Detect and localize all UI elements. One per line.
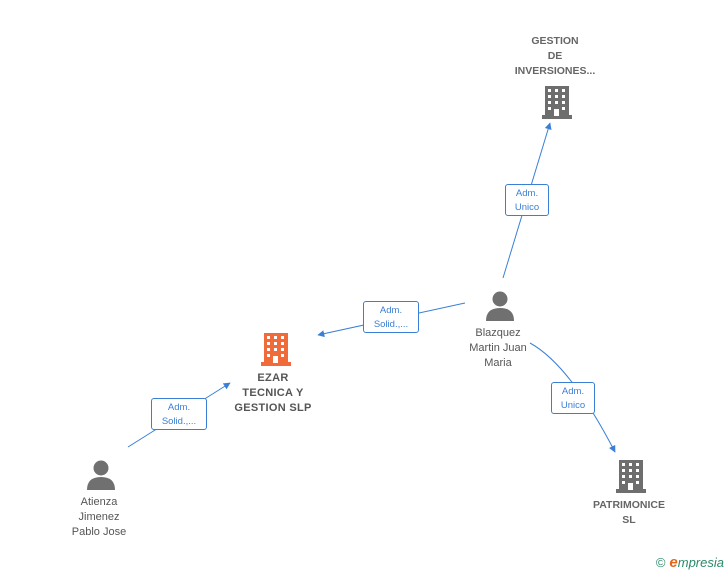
node-label-gestion-de-inversiones[interactable]: GESTION DE INVERSIONES... [514,35,596,77]
edge-label-blazquez-gestion[interactable]: Adm. Unico [505,184,549,216]
building-icon[interactable] [542,86,572,119]
brand-watermark: © empresia [656,554,724,571]
edge-label-blazquez-patrimonice[interactable]: Adm. Unico [551,382,595,414]
person-icon[interactable] [87,460,115,491]
edge-line-blazquez-patrimonice [529,342,616,453]
building-icon[interactable] [261,333,291,366]
node-label-blazquez-martin-juan-maria[interactable]: Blazquez Martin Juan Maria [469,327,527,369]
edge-label-blazquez-ezar[interactable]: Adm. Solid.,... [363,301,419,333]
brand-name: mpresia [677,555,724,570]
node-label-atienza-jimenez-pablo-jose[interactable]: Atienza Jimenez Pablo Jose [71,496,127,538]
node-label-ezar-tecnica-y-gestion[interactable]: EZAR TECNICA Y GESTION SLP [234,372,312,414]
copyright-icon: © [655,555,666,570]
brand-logo-letter: e [669,554,678,571]
edge-label-atienza-ezar[interactable]: Adm. Solid.,... [151,398,207,430]
node-label-patrimonice-sl[interactable]: PATRIMONICE SL [593,499,665,526]
building-icon[interactable] [616,460,646,493]
person-icon[interactable] [486,291,514,322]
